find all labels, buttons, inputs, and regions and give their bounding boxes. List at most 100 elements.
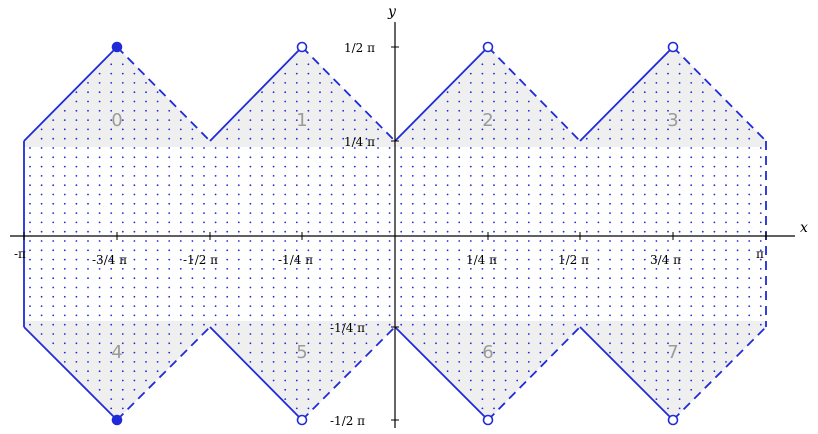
- fill-dot: [319, 240, 321, 242]
- fill-dot: [551, 184, 553, 187]
- fill-dot: [353, 240, 356, 242]
- fill-dot: [284, 100, 287, 103]
- fill-dot: [249, 165, 252, 168]
- fill-dot: [75, 286, 78, 289]
- fill-dot: [527, 249, 530, 252]
- fill-dot: [632, 212, 635, 215]
- fill-dot: [713, 277, 716, 280]
- fill-dot: [620, 156, 623, 159]
- fill-dot: [179, 286, 182, 289]
- fill-dot: [643, 295, 646, 298]
- fill-dot: [75, 165, 78, 168]
- fill-dot: [342, 119, 345, 121]
- fill-dot: [87, 351, 89, 354]
- fill-dot: [295, 193, 298, 196]
- fill-dot: [29, 156, 31, 159]
- fill-dot: [725, 128, 727, 131]
- fill-dot: [597, 193, 600, 196]
- fill-dot: [736, 342, 739, 345]
- fill-dot: [203, 175, 205, 177]
- fill-dot: [667, 193, 669, 196]
- fill-dot: [481, 156, 484, 159]
- fill-dot: [539, 230, 542, 233]
- fill-dot: [458, 323, 461, 326]
- fill-dot: [110, 165, 113, 168]
- fill-dot: [504, 258, 507, 261]
- boundary-edge-dashed: [116, 326, 211, 421]
- fill-dot: [701, 370, 704, 373]
- fill-dot: [400, 184, 403, 187]
- fill-dot: [330, 202, 333, 205]
- fill-dot: [539, 147, 542, 149]
- fill-dot: [585, 175, 588, 177]
- fill-dot: [597, 286, 600, 289]
- fill-dot: [110, 147, 113, 149]
- fill-dot: [377, 258, 379, 261]
- fill-dot: [365, 165, 368, 168]
- fill-dot: [435, 286, 437, 289]
- fill-dot: [585, 314, 588, 317]
- fill-dot: [458, 156, 461, 159]
- fill-dot: [87, 184, 89, 187]
- fill-dot: [353, 202, 356, 205]
- fill-dot: [110, 407, 113, 410]
- fill-dot: [40, 286, 43, 289]
- fill-dot: [284, 193, 287, 196]
- fill-dot: [713, 314, 716, 317]
- fill-dot: [237, 147, 240, 149]
- fill-dot: [365, 212, 368, 215]
- x-tick-label: 1/4 π: [466, 253, 497, 267]
- fill-dot: [249, 193, 252, 196]
- fill-dot: [121, 370, 124, 373]
- fill-dot: [179, 137, 182, 140]
- fill-dot: [678, 137, 681, 140]
- fill-dot: [400, 268, 403, 270]
- fill-dot: [342, 305, 345, 307]
- fill-dot: [272, 109, 275, 112]
- fill-dot: [411, 156, 414, 159]
- fill-dot: [52, 240, 55, 242]
- fill-dot: [307, 314, 310, 317]
- fill-dot: [121, 407, 124, 410]
- fill-dot: [446, 156, 449, 159]
- fill-dot: [678, 221, 681, 224]
- fill-dot: [643, 249, 646, 252]
- fill-dot: [435, 258, 437, 261]
- fill-dot: [307, 323, 310, 326]
- fill-dot: [40, 333, 43, 335]
- fill-dot: [678, 258, 681, 261]
- fill-dot: [597, 323, 600, 326]
- fill-dot: [284, 249, 287, 252]
- fill-dot: [504, 137, 507, 140]
- fill-dot: [400, 277, 403, 280]
- fill-dot: [725, 221, 727, 224]
- fill-dot: [330, 351, 333, 354]
- fill-dot: [562, 175, 565, 177]
- fill-dot: [261, 137, 263, 140]
- fill-dot: [237, 184, 240, 187]
- fill-dot: [736, 147, 739, 149]
- fill-dot: [493, 295, 495, 298]
- bottom-strip: [395, 321, 580, 329]
- fill-dot: [63, 109, 66, 112]
- fill-dot: [423, 333, 426, 335]
- fill-dot: [748, 333, 751, 335]
- fill-dot: [493, 388, 495, 391]
- fill-dot: [481, 333, 484, 335]
- fill-dot: [40, 212, 43, 215]
- fill-dot: [469, 109, 472, 112]
- fill-dot: [214, 258, 217, 261]
- fill-dot: [585, 221, 588, 224]
- fill-dot: [701, 314, 704, 317]
- fill-dot: [342, 221, 345, 224]
- fill-dot: [121, 184, 124, 187]
- fill-dot: [701, 128, 704, 131]
- fill-dot: [667, 100, 669, 103]
- fill-dot: [748, 258, 751, 261]
- fill-dot: [191, 184, 194, 187]
- fill-dot: [261, 249, 263, 252]
- fill-dot: [400, 156, 403, 159]
- fill-dot: [516, 100, 519, 103]
- fill-dot: [133, 370, 136, 373]
- fill-dot: [516, 258, 519, 261]
